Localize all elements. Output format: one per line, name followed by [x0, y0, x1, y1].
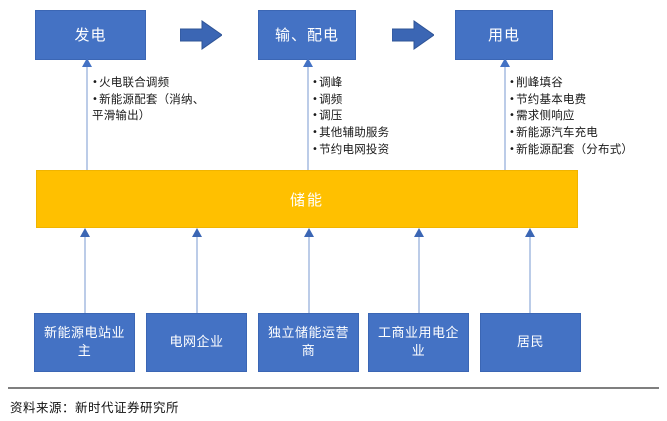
- center-bar-label: 储能: [289, 190, 324, 209]
- top-box-consumption-label: 用电: [487, 25, 520, 44]
- benefit-item: 其他辅助服务: [312, 124, 462, 141]
- benefit-item: 火电联合调频: [92, 74, 252, 91]
- participant-box-commercial-industrial-user[interactable]: 工商业用电企业: [368, 313, 469, 372]
- top-box-transmission-distribution-label: 输、配电: [274, 25, 339, 44]
- arrow-right-icon-generation-to-transmission: [180, 20, 222, 50]
- benefit-item: 节约基本电费: [509, 91, 667, 108]
- benefit-item: 调压: [312, 107, 462, 124]
- benefit-list-grid: 调峰 调频 调压 其他辅助服务 节约电网投资: [312, 74, 462, 157]
- top-box-transmission-distribution[interactable]: 输、配电: [258, 10, 356, 60]
- footer-divider: [8, 387, 659, 389]
- participant-box-new-energy-plant-owner[interactable]: 新能源电站业主: [34, 313, 135, 372]
- connector-up-storage-to-consumption: [498, 58, 512, 172]
- top-box-generation[interactable]: 发电: [35, 10, 146, 60]
- arrow-right-icon-transmission-to-consumption: [392, 20, 434, 50]
- participant-box-residents[interactable]: 居民: [480, 313, 581, 372]
- center-bar-energy-storage[interactable]: 储能: [36, 170, 578, 228]
- benefit-item: 新能源配套（分布式）: [509, 141, 667, 158]
- benefit-item-continuation: 平滑输出）: [92, 108, 151, 123]
- benefit-item: 新能源配套（消纳、: [92, 91, 252, 108]
- benefit-item: 需求侧响应: [509, 107, 667, 124]
- participant-box-label: 独立储能运营商: [267, 325, 349, 359]
- benefit-item: 调峰: [312, 74, 462, 91]
- participant-box-independent-storage-operator[interactable]: 独立储能运营商: [258, 313, 359, 372]
- connector-up-participant-5-to-storage: [523, 228, 537, 314]
- top-box-consumption[interactable]: 用电: [455, 10, 553, 60]
- participant-box-grid-company[interactable]: 电网企业: [146, 313, 247, 372]
- participant-box-label: 工商业用电企业: [377, 325, 459, 359]
- connector-up-storage-to-generation: [80, 58, 94, 172]
- benefit-item: 节约电网投资: [312, 141, 462, 158]
- benefit-item: 削峰填谷: [509, 74, 667, 91]
- benefit-list-generation: 火电联合调频 新能源配套（消纳、 平滑输出）: [92, 74, 252, 124]
- connector-up-participant-1-to-storage: [78, 228, 92, 314]
- connector-up-participant-3-to-storage: [302, 228, 316, 314]
- participant-box-label: 新能源电站业主: [43, 325, 125, 359]
- participant-box-label: 电网企业: [169, 334, 224, 350]
- connector-up-participant-2-to-storage: [190, 228, 204, 314]
- connector-up-participant-4-to-storage: [412, 228, 426, 314]
- connector-up-storage-to-transmission: [301, 58, 315, 172]
- top-box-generation-label: 发电: [74, 25, 107, 44]
- benefit-item: 新能源汽车充电: [509, 124, 667, 141]
- benefit-item: 调频: [312, 91, 462, 108]
- benefit-list-consumption: 削峰填谷 节约基本电费 需求侧响应 新能源汽车充电 新能源配套（分布式）: [509, 74, 667, 157]
- source-note: 资料来源：新时代证券研究所: [10, 400, 180, 415]
- participant-box-label: 居民: [516, 334, 544, 350]
